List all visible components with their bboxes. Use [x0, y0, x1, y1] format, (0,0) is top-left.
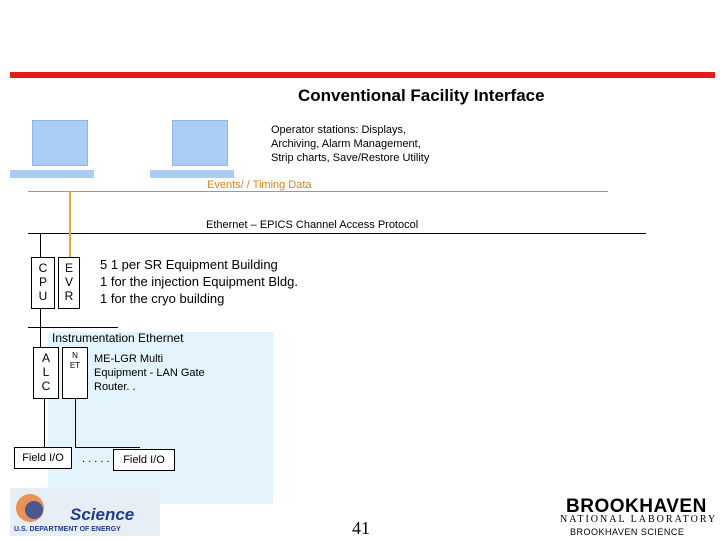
field-connector-left — [44, 399, 45, 447]
cpu-box: C P U — [31, 257, 55, 309]
keyboard-icon — [150, 170, 234, 178]
bnl-lab: NATIONAL LABORATORY — [560, 514, 718, 525]
doe-science-text: Science — [70, 505, 135, 524]
operator-stations-text: Operator stations: Displays, Archiving, … — [271, 124, 430, 164]
instrumentation-line — [28, 327, 118, 328]
doe-science-logo-icon — [10, 488, 160, 536]
doe-dept-text: U.S. DEPARTMENT OF ENERGY — [14, 526, 121, 533]
timing-connector — [69, 191, 71, 257]
events-label: Events/ / Timing Data — [207, 179, 312, 191]
alc-box: A L C — [33, 347, 59, 399]
monitor-icon — [172, 120, 228, 166]
doe-science-logo — [10, 488, 160, 536]
events-line — [28, 191, 608, 192]
ethernet-label: Ethernet – EPICS Channel Access Protocol — [206, 219, 419, 231]
field-io-right: Field I/O — [113, 449, 175, 471]
bnl-assoc: BROOKHAVEN SCIENCE — [570, 527, 685, 537]
operator-station-right — [150, 120, 234, 178]
operator-station-left — [10, 120, 94, 178]
instrumentation-label: Instrumentation Ethernet — [52, 331, 184, 345]
buildings-text: 5 1 per SR Equipment Building 1 for the … — [100, 257, 299, 306]
field-link-line — [75, 447, 140, 448]
instrument-connector — [40, 309, 41, 349]
monitor-icon — [32, 120, 88, 166]
keyboard-icon — [10, 170, 94, 178]
field-connector-mid — [75, 399, 76, 447]
field-io-left: Field I/O — [14, 447, 72, 469]
page-title: Conventional Facility Interface — [298, 86, 545, 105]
page-number: 41 — [352, 518, 370, 538]
cpu-connector — [40, 233, 41, 257]
melgr-text: ME-LGR Multi Equipment - LAN Gate Router… — [94, 353, 205, 393]
evr-box: E V R — [58, 257, 80, 309]
net-box: N ET — [62, 347, 88, 399]
ethernet-line — [28, 233, 646, 234]
field-dots: . . . . . — [82, 453, 110, 465]
header-red-bar — [10, 72, 715, 78]
bnl-name: BROOKHAVEN — [566, 496, 707, 517]
